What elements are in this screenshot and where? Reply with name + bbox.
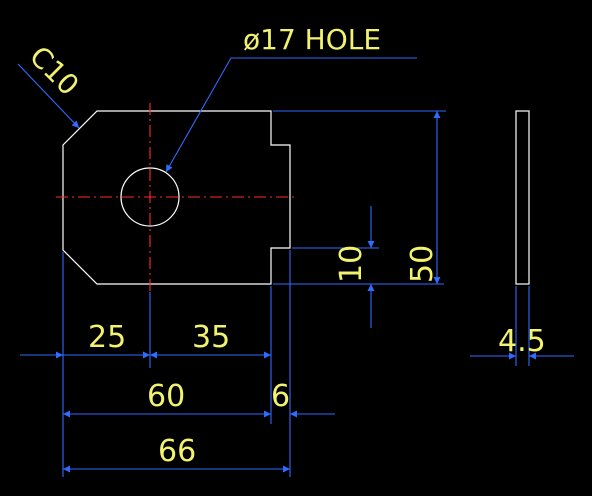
dim-label-6: 6: [271, 379, 290, 414]
dim-label-10: 10: [334, 245, 369, 283]
dim-label-35: 35: [192, 320, 230, 355]
dim-label-25: 25: [88, 320, 126, 355]
chamfer-callout-label: C10: [23, 40, 85, 102]
hole-circle: [120, 167, 180, 227]
dim-label-60: 60: [147, 379, 185, 414]
plate-outline: [62, 110, 291, 285]
dim-label-50: 50: [405, 245, 440, 283]
hole-callout-label: ø17 HOLE: [243, 23, 381, 56]
dim-label-4-5: 4.5: [498, 324, 546, 359]
dim-label-66: 66: [158, 434, 196, 469]
hole-leader: [165, 57, 417, 173]
chamfer-leader: [17, 63, 80, 129]
side-view-outline: [515, 110, 530, 285]
